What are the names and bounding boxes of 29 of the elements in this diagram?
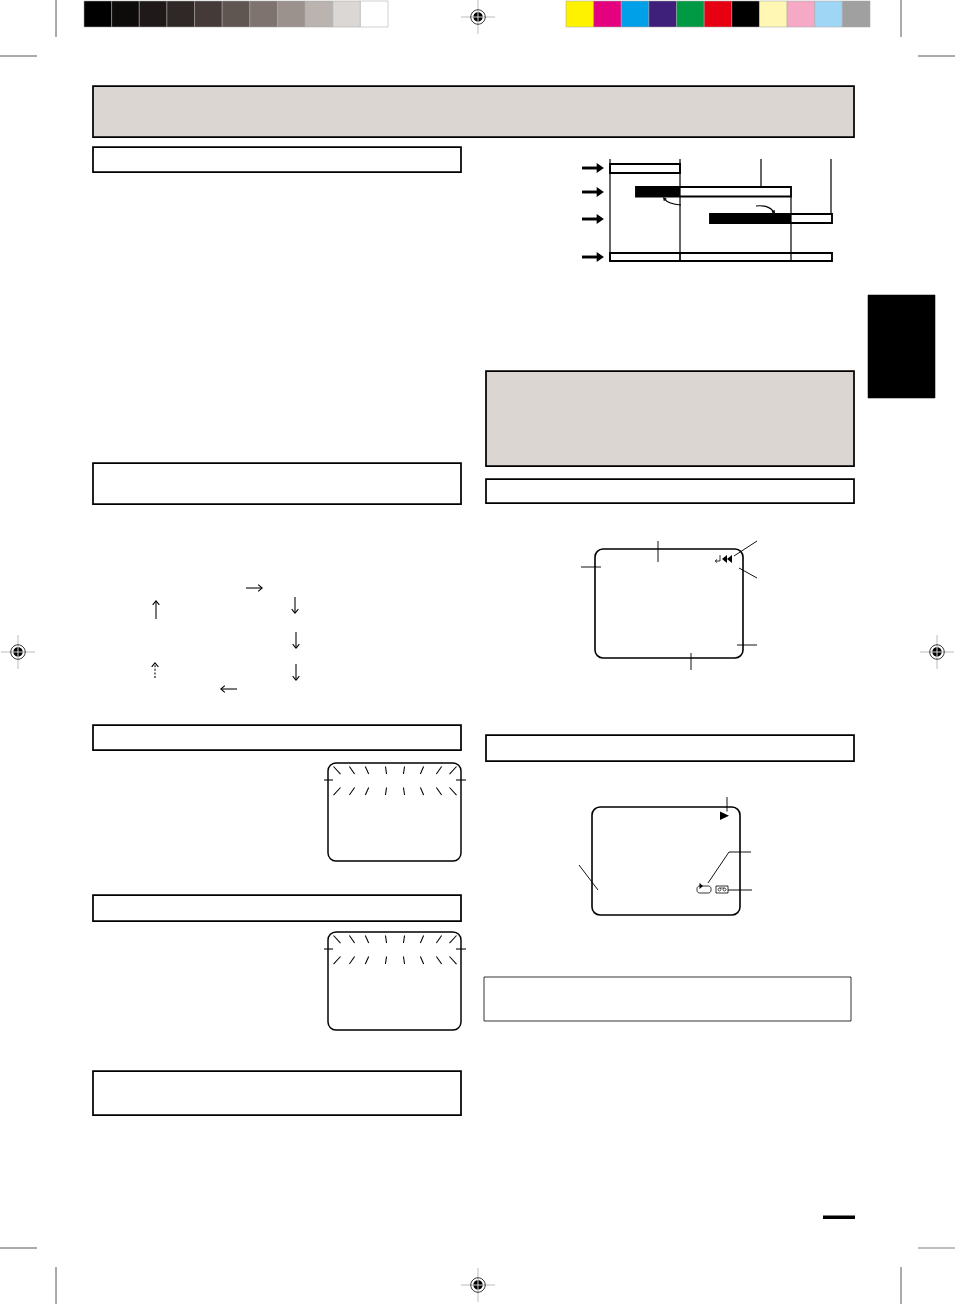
tv-screen: [327, 931, 462, 1031]
tv-screen: [327, 762, 462, 862]
heading-box: [92, 462, 462, 505]
leader-line: [733, 540, 758, 557]
repeat-icon: [696, 883, 712, 894]
side-tab: [867, 294, 936, 399]
heading-box: [92, 146, 462, 173]
heading-box: [485, 734, 855, 762]
leader-line: [736, 644, 758, 646]
heading-box: [92, 1070, 462, 1116]
leader-line: [657, 540, 659, 563]
leader-line: [580, 566, 602, 568]
leader-line: [690, 652, 692, 671]
note-box: [483, 976, 852, 1022]
shaded-box: [485, 370, 855, 467]
tv-screen: [591, 806, 741, 916]
rewind-icon: [714, 554, 732, 564]
play-icon: [720, 811, 729, 820]
tv-screen: [594, 548, 744, 659]
heading-box: [92, 724, 462, 751]
leader-line: [726, 796, 728, 812]
heading-box: [485, 478, 855, 504]
leader-line: [738, 567, 758, 579]
cassette-icon: [715, 885, 729, 894]
leader-line: [707, 851, 752, 884]
leader-line: [578, 864, 599, 891]
title-band: [92, 85, 855, 138]
leader-line: [727, 889, 753, 891]
heading-box: [92, 894, 462, 922]
